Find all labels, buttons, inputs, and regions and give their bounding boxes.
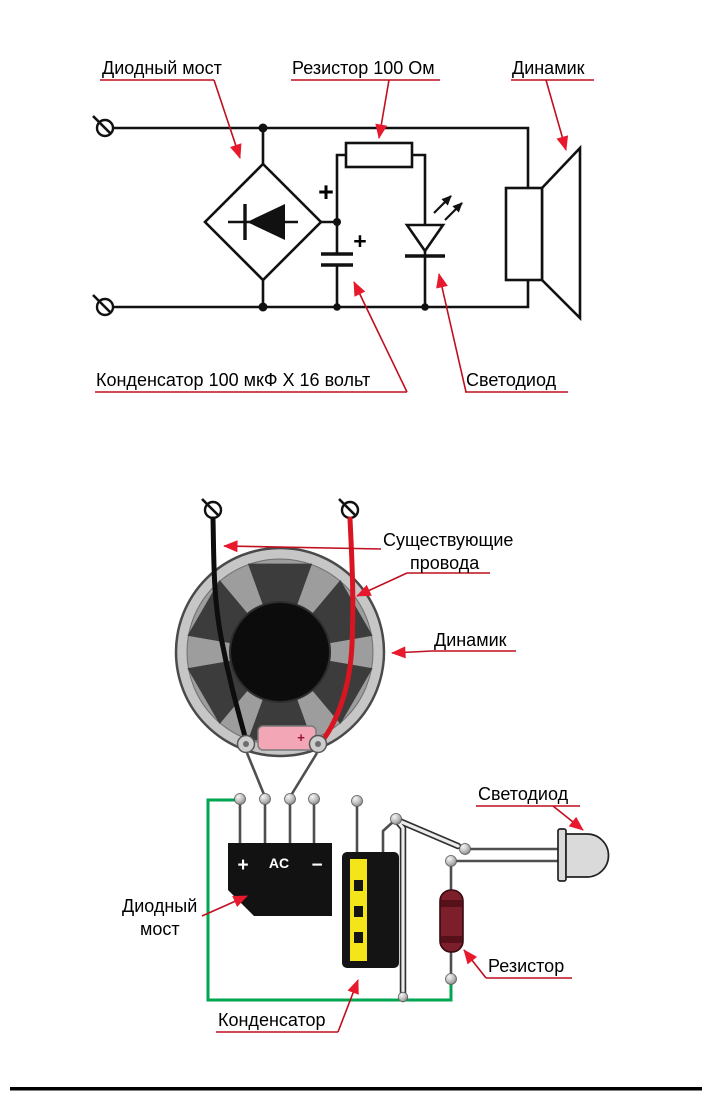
capacitor-symbol — [321, 252, 353, 267]
led-symbol — [404, 195, 463, 258]
ac-terminal-top — [92, 115, 115, 138]
speaker-magnet — [229, 601, 331, 703]
label-bridge-line1: Диодный — [122, 896, 197, 916]
led-component — [449, 828, 610, 890]
bridge-component: + AC − — [228, 800, 332, 916]
label-resistor-physical: Резистор — [488, 956, 564, 976]
label-bridge-line2: мост — [140, 919, 180, 939]
speaker-back-view — [174, 546, 386, 758]
label-resistor: Резистор 100 Ом — [292, 58, 435, 78]
bridge-marking-ac: AC — [269, 855, 289, 871]
bridge-marking-plus: + — [237, 855, 248, 876]
red-line-wire — [316, 516, 356, 748]
resistor-symbol — [344, 141, 414, 169]
speaker-symbol — [504, 144, 582, 322]
wiring-section: + + AC − — [122, 498, 610, 1033]
label-led-physical: Светодиод — [478, 784, 569, 804]
label-speaker-back: Динамик — [434, 630, 507, 650]
bridge-marking-minus: − — [311, 855, 322, 876]
led-emission-arrow — [433, 195, 452, 214]
terminal-plus-marking: + — [297, 730, 305, 745]
speaker-to-board-wires — [245, 752, 319, 798]
line-terminal-right — [338, 498, 360, 520]
label-speaker: Динамик — [512, 58, 585, 78]
line-terminal-left — [201, 498, 223, 520]
label-existing-wires-line1: Существующие — [383, 530, 513, 550]
label-diode-bridge: Диодный мост — [102, 58, 222, 78]
capacitor-component — [342, 803, 399, 968]
terminal-eyelet-left — [236, 734, 256, 754]
capacitor-plus-sign: + — [353, 228, 366, 254]
label-capacitor: Конденсатор 100 мкФ Х 16 вольт — [96, 370, 370, 390]
label-existing-wires-line2: провода — [410, 553, 480, 573]
black-line-wire — [210, 516, 250, 747]
ac-terminal-bottom — [92, 294, 115, 317]
label-led: Светодиод — [466, 370, 557, 390]
junction-dots — [258, 123, 429, 312]
speaker-terminal-block: + — [236, 725, 328, 754]
solder-joints — [234, 793, 471, 1003]
terminal-eyelet-right — [308, 734, 328, 754]
bridge-plus-sign: + — [318, 177, 334, 207]
resistor-component — [439, 889, 464, 978]
wiring-leader-lines — [201, 540, 584, 1033]
schematic-leader-lines — [95, 79, 594, 393]
led-emission-arrow — [444, 202, 463, 221]
schematic-section: + + — [92, 58, 594, 393]
green-wire-loop — [206, 798, 453, 1002]
schematic-wires — [113, 126, 530, 309]
diode-bridge-symbol — [203, 162, 323, 282]
bottom-border-line — [10, 1087, 702, 1091]
label-capacitor-physical: Конденсатор — [218, 1010, 326, 1030]
